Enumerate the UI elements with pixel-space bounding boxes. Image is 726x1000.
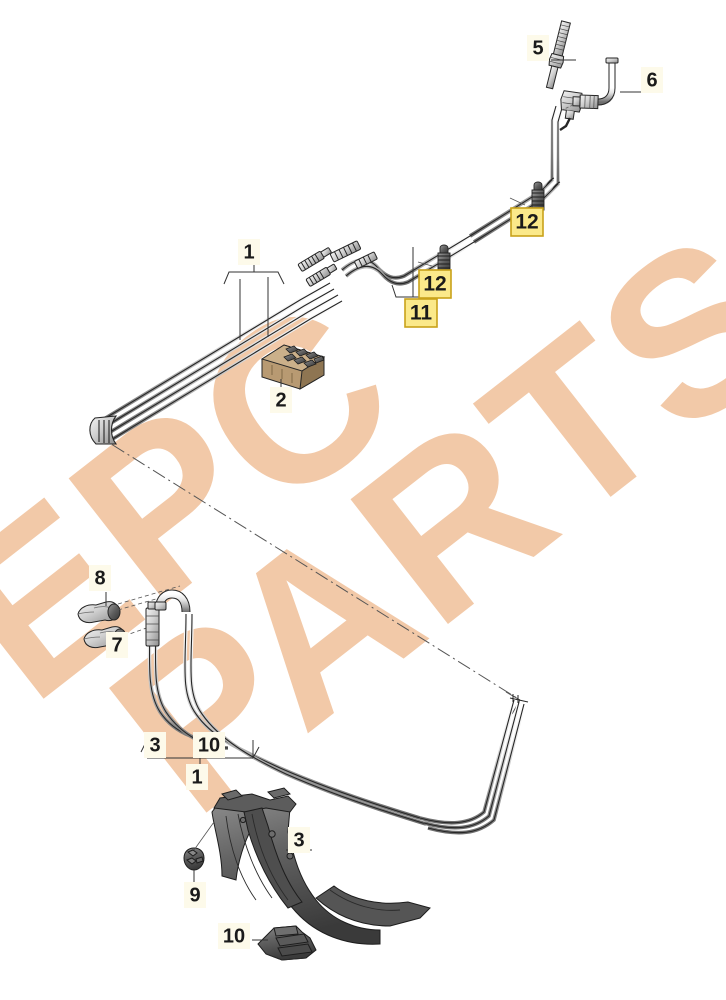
callout-6-box <box>641 67 663 93</box>
callout-9-label: 9 <box>189 884 200 906</box>
callout-1a-box <box>238 239 260 265</box>
callout-11-label: 11 <box>410 302 433 325</box>
callout-9[interactable]: 9 <box>184 882 206 908</box>
callout-3a[interactable]: 3 <box>144 732 166 758</box>
mounting-shim-part10 <box>257 925 317 961</box>
callout-2-label: 2 <box>275 389 286 411</box>
orientation-axis <box>91 431 521 701</box>
callout-12b-box <box>418 269 452 299</box>
callout-5-box <box>527 35 549 61</box>
hose-connector-part8 <box>77 601 121 624</box>
line-bend-corner <box>545 177 561 191</box>
line-holder-part2 <box>260 344 326 391</box>
callout-7-label: 7 <box>111 634 122 656</box>
callout-10b[interactable]: 10 <box>218 923 250 949</box>
lower-run-end <box>509 694 529 703</box>
line-bundle-end <box>89 415 118 445</box>
callout-2[interactable]: 2 <box>270 387 292 413</box>
callout-1b-box <box>186 764 208 790</box>
callout-1b-label: 1 <box>191 766 202 788</box>
callout-12a[interactable]: 12 <box>510 207 544 237</box>
callout-10b-box <box>218 923 250 949</box>
pedal-bracket-part3 <box>211 787 431 945</box>
callout-3b-box <box>288 827 310 853</box>
callout-12a-label: 12 <box>515 211 538 234</box>
callout-3a-box <box>144 732 166 758</box>
callout-5-label: 5 <box>532 37 543 59</box>
retaining-clip-part9 <box>183 821 215 871</box>
callout-1a-label: 1 <box>243 241 254 263</box>
hose-elbow-head <box>154 589 191 613</box>
callout-12b[interactable]: 12 <box>418 269 452 299</box>
union-fitting-part5 <box>545 20 584 131</box>
brake-line-main-run <box>98 281 343 442</box>
callout-8[interactable]: 8 <box>89 565 111 591</box>
callout-12a-box <box>510 207 544 237</box>
callout-8-label: 8 <box>94 567 105 589</box>
callout-6[interactable]: 6 <box>641 67 663 93</box>
elbow-connector-part6 <box>561 57 619 111</box>
callout-2-box <box>270 387 292 413</box>
hose-right-branch <box>183 613 427 826</box>
watermark: EPC PARTS <box>0 183 726 861</box>
callout-12b-label: 12 <box>423 273 446 296</box>
hose-inline-ferrule <box>145 601 160 647</box>
callout-11-box <box>404 298 438 328</box>
callout-11[interactable]: 11 <box>404 298 438 328</box>
brake-line-lower-run <box>419 699 526 835</box>
callout-7[interactable]: 7 <box>106 632 128 658</box>
callout-1a[interactable]: 1 <box>238 239 260 265</box>
callout-10a-label: 10 <box>198 734 220 756</box>
callout-10a-box <box>193 732 225 758</box>
callout-1b[interactable]: 1 <box>186 764 208 790</box>
callout-3b[interactable]: 3 <box>288 827 310 853</box>
pipe-retaining-clip-upper <box>509 181 545 217</box>
callout-10a[interactable]: 10 <box>193 732 225 758</box>
callout-10b-label: 10 <box>223 925 245 947</box>
bracket-1-upper <box>223 265 285 340</box>
callout-3a-label: 3 <box>149 734 160 756</box>
callout-6-label: 6 <box>646 69 657 91</box>
callout-5[interactable]: 5 <box>527 35 549 61</box>
callout-9-box <box>184 882 206 908</box>
callout-3b-label: 3 <box>293 829 304 851</box>
line-ferrule-group <box>297 240 378 287</box>
callout-8-box <box>89 565 111 591</box>
callout-7-box <box>106 632 128 658</box>
